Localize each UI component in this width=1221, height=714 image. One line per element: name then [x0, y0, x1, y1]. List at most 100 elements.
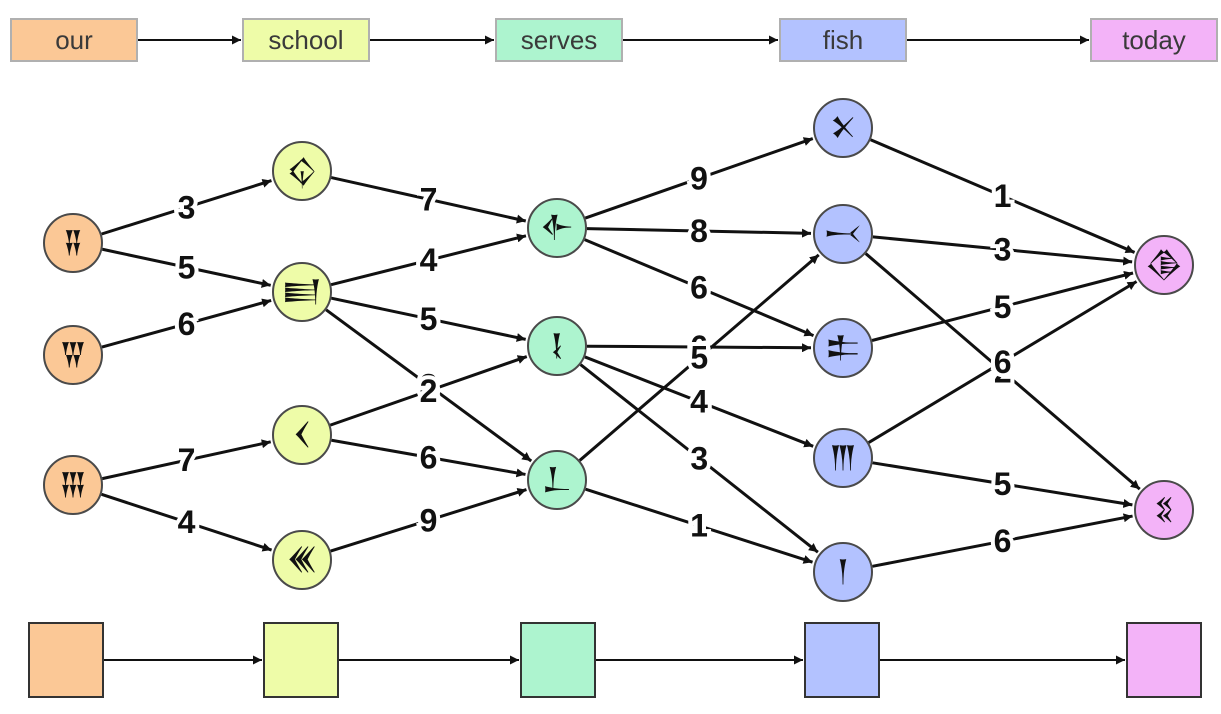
edge-weight-label: 3 — [994, 231, 1012, 267]
header-box-serves: serves — [495, 18, 623, 62]
node-school-3: 𒌋 — [272, 405, 332, 465]
header-box-school: school — [242, 18, 370, 62]
header-label-our: our — [55, 24, 93, 55]
node-fish-1: 𒉽 — [813, 98, 873, 158]
edge-weight-label: 7 — [178, 442, 196, 478]
cuneiform-sign: 𒆠 — [1144, 247, 1184, 282]
edge-d4-e2 — [872, 461, 1133, 508]
edge-c2-d4 — [584, 355, 814, 448]
edge-weight-label: 5 — [994, 289, 1012, 325]
node-today-2: 𒐏 — [1134, 480, 1194, 540]
edge-d1-e1 — [870, 138, 1136, 254]
node-serves-2: 𒋙 — [527, 316, 587, 376]
cuneiform-sign: 𒌍 — [286, 542, 318, 577]
cuneiform-sign: 𒁁 — [823, 216, 863, 251]
edge-weight-label: 1 — [994, 178, 1012, 214]
edge-weight-label: 3 — [420, 367, 438, 403]
edge-weight-label: 2 — [994, 353, 1012, 389]
edge-c2-d3 — [586, 343, 812, 353]
node-serves-3: 𒁇 — [527, 450, 587, 510]
edge-b2-c3 — [325, 308, 533, 463]
edge-d2-e1 — [872, 235, 1133, 266]
edge-weight-label: 6 — [994, 523, 1012, 559]
bottom-box-school — [263, 622, 339, 698]
edge-weight-label: 5 — [420, 301, 438, 337]
edge-c1-d2 — [586, 227, 812, 238]
edge-c3-d5 — [585, 487, 813, 564]
cuneiform-sign: 𒐋 — [59, 467, 87, 502]
edge-weight-label: 4 — [178, 504, 196, 540]
cuneiform-sign: 𒁇 — [542, 462, 572, 497]
node-school-1: 𒌒 — [272, 141, 332, 201]
edge-weight-label: 6 — [994, 344, 1012, 380]
edge-c1-d1 — [584, 137, 814, 220]
cuneiform-sign: 𒐏 — [1153, 492, 1175, 527]
node-fish-4: 𒐈 — [813, 428, 873, 488]
cuneiform-sign: 𒋙 — [549, 328, 565, 363]
node-fish-3: 𒉺 — [813, 318, 873, 378]
bottom-box-fish — [804, 622, 880, 698]
edge-d5-e2 — [872, 513, 1133, 568]
cuneiform-sign: 𒁹 — [836, 554, 850, 589]
cuneiform-sign: 𒐉 — [62, 225, 84, 260]
bottom-box-our — [28, 622, 104, 698]
edge-a3-b3 — [101, 439, 272, 481]
header-label-fish: fish — [822, 24, 864, 55]
edge-a2-b2 — [101, 298, 272, 349]
edge-b3-c2 — [329, 355, 528, 427]
edge-weight-label: 2 — [420, 373, 438, 409]
node-our-1: 𒐉 — [43, 213, 103, 273]
edge-b2-c1 — [330, 233, 527, 287]
cuneiform-sign: 𒌋 — [292, 417, 312, 452]
cuneiform-sign: 𒐈 — [829, 440, 857, 475]
cuneiform-sign: 𒉽 — [829, 110, 857, 145]
edge-b2-c2 — [331, 296, 527, 342]
node-fish-5: 𒁹 — [813, 542, 873, 602]
cuneiform-sign: 𒅆 — [539, 210, 575, 245]
edge-d3-e1 — [871, 270, 1134, 342]
edge-layer — [101, 137, 1141, 568]
edge-a3-b4 — [101, 492, 273, 552]
node-school-2: 𒆦 — [272, 262, 332, 322]
edge-weight-label: 6 — [690, 329, 708, 365]
edge-weight-label: 3 — [690, 440, 708, 476]
edge-weight-label: 5 — [690, 340, 708, 376]
edge-c2-d5 — [579, 363, 819, 554]
header-box-fish: fish — [779, 18, 907, 62]
edge-b4-c3 — [330, 487, 527, 553]
edge-b1-c1 — [330, 176, 527, 224]
edge-d2-e2 — [864, 252, 1141, 491]
header-label-today: today — [1122, 24, 1186, 55]
cuneiform-sign: 𒉺 — [825, 330, 861, 365]
cuneiform-sign: 𒌒 — [286, 153, 318, 188]
edge-c1-d3 — [584, 238, 815, 338]
node-fish-2: 𒁁 — [813, 204, 873, 264]
header-box-our: our — [10, 18, 138, 62]
edge-weight-label: 8 — [690, 213, 708, 249]
node-today-1: 𒆠 — [1134, 235, 1194, 295]
header-label-school: school — [268, 24, 344, 55]
bottom-box-serves — [520, 622, 596, 698]
header-box-today: today — [1090, 18, 1218, 62]
edge-weight-label: 5 — [178, 249, 196, 285]
bottom-box-today — [1126, 622, 1202, 698]
edge-c3-d2 — [578, 253, 820, 462]
node-our-3: 𒐋 — [43, 455, 103, 515]
cuneiform-sign: 𒆦 — [282, 274, 322, 309]
edge-weight-label: 5 — [994, 466, 1012, 502]
edge-d4-e1 — [867, 280, 1138, 444]
edge-weight-label: 6 — [178, 306, 196, 342]
edge-weight-label: 3 — [178, 189, 196, 225]
node-serves-1: 𒅆 — [527, 198, 587, 258]
edge-weight-label: 9 — [420, 502, 438, 538]
edge-weight-label: 4 — [690, 384, 708, 420]
edge-weight-label: 7 — [420, 181, 438, 217]
edge-weight-label: 6 — [420, 439, 438, 475]
header-label-serves: serves — [520, 24, 598, 55]
edge-weight-label: 9 — [690, 160, 708, 196]
node-our-2: 𒐊 — [43, 325, 103, 385]
cuneiform-sign: 𒐊 — [59, 337, 87, 372]
node-school-4: 𒌍 — [272, 530, 332, 590]
